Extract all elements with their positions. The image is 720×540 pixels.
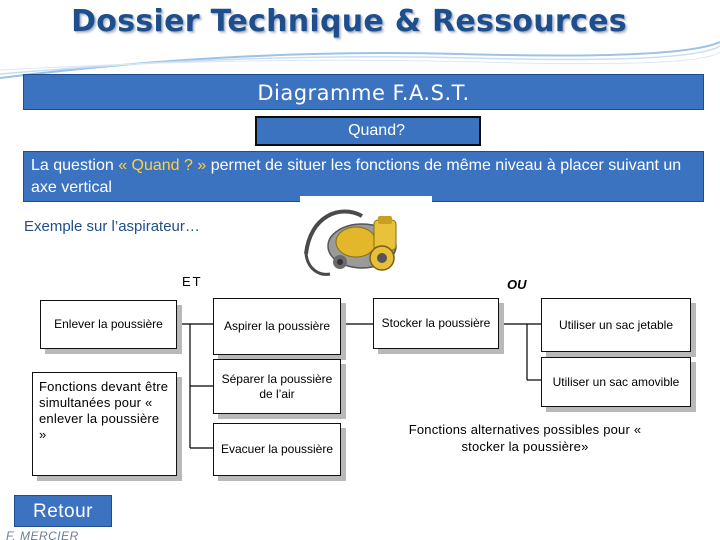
function-aspirer-poussiere: Aspirer la poussière: [213, 298, 341, 355]
question-quand-label: Quand?: [255, 116, 481, 146]
description-highlight: « Quand ? »: [118, 157, 207, 174]
description-suffix: permet de situer les fonctions de même n…: [31, 157, 682, 196]
function-evacuer-poussiere: Evacuer la poussière: [213, 423, 341, 476]
function-stocker-poussiere: Stocker la poussière: [373, 298, 499, 349]
example-label: Exemple sur l’aspirateur…: [24, 218, 200, 235]
decorative-swoosh: [0, 41, 720, 79]
diagram-title-banner: Diagramme F.A.S.T.: [23, 74, 704, 110]
question-description: La question « Quand ? » permet de situer…: [23, 151, 704, 202]
ou-label: OU: [507, 277, 527, 292]
function-separer-poussiere-air: Séparer la poussière de l’air: [213, 359, 341, 414]
function-enlever-poussiere: Enlever la poussière: [40, 300, 177, 349]
solution-sac-jetable: Utiliser un sac jetable: [541, 298, 691, 352]
note-simultaneous-functions: Fonctions devant être simultanées pour «…: [32, 372, 177, 476]
description-prefix: La question: [31, 157, 119, 174]
retour-button[interactable]: Retour: [14, 495, 112, 527]
page-title: Dossier Technique & Ressources: [71, 4, 627, 39]
solution-sac-amovible: Utiliser un sac amovible: [541, 357, 691, 407]
author-credit: F. MERCIER: [6, 529, 79, 540]
et-label: ET: [182, 274, 203, 289]
note-alternative-functions: Fonctions alternatives possibles pour « …: [408, 422, 642, 454]
vacuum-cleaner-image: [300, 196, 432, 286]
